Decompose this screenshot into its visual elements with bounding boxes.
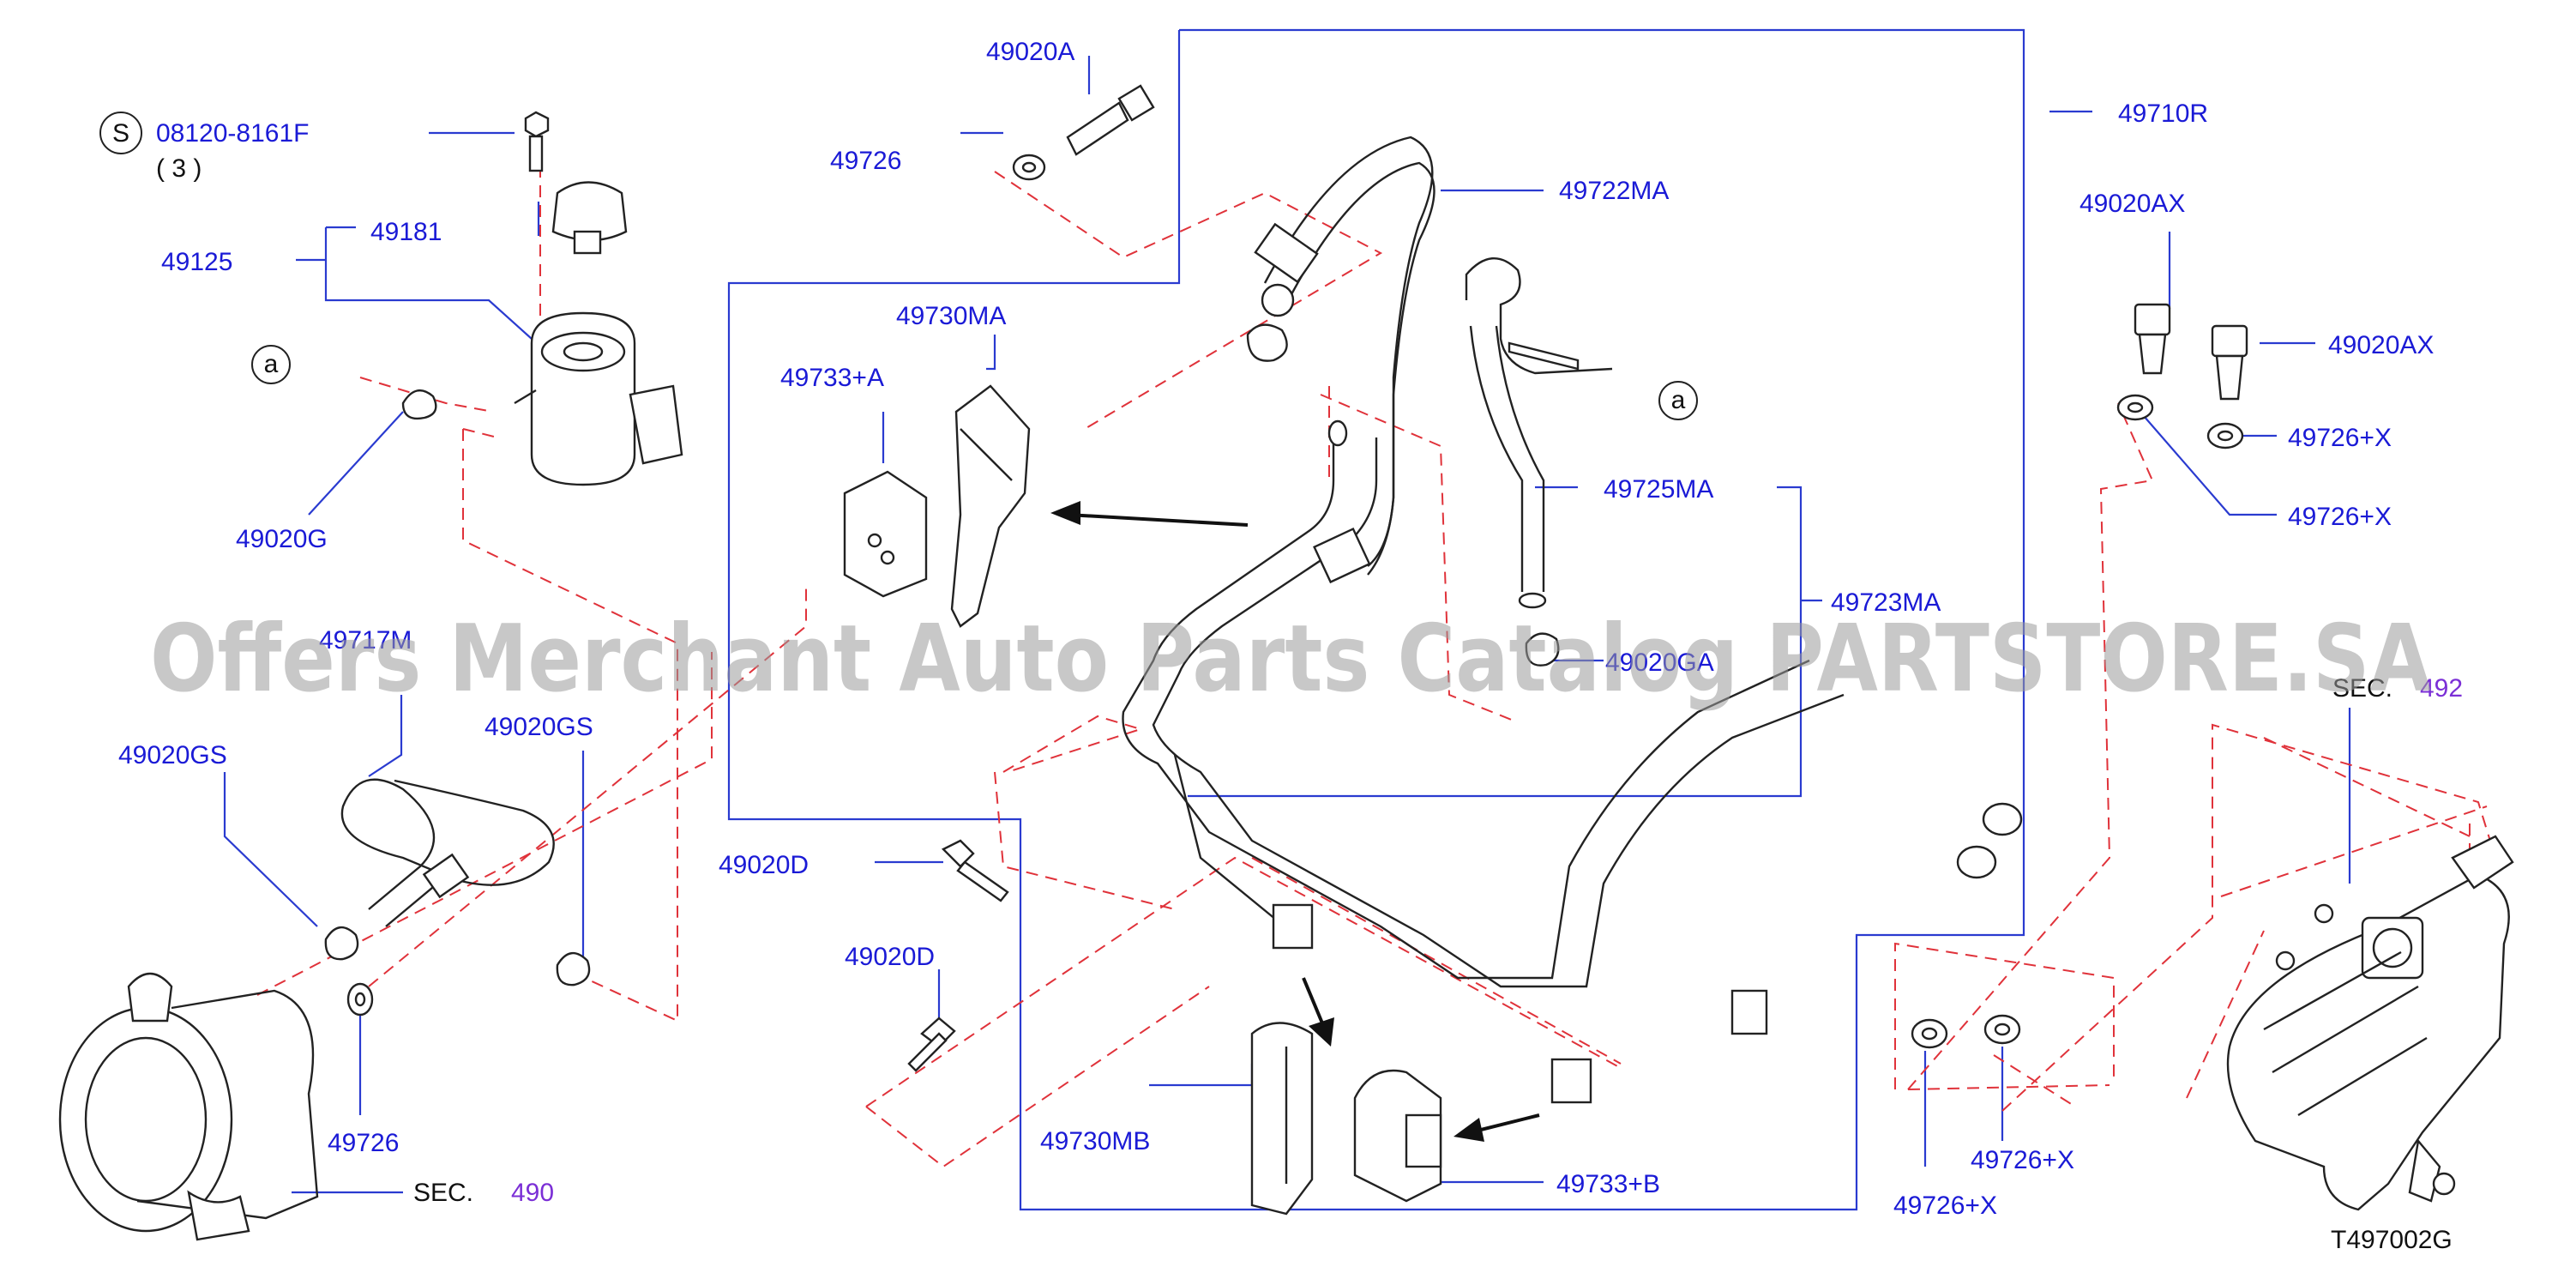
arrow-head-down-icon <box>1309 1017 1334 1047</box>
hose-clamp-49020g-icon <box>401 389 437 420</box>
label-49730ma: 49730MA <box>896 302 1006 330</box>
direction-arrows <box>1050 501 1540 1142</box>
grommet-49733a-icon <box>843 470 928 598</box>
callout-a-right-text: a <box>1671 386 1686 414</box>
return-hose-49725ma-icon <box>1465 256 1613 609</box>
label-49726x-1: 49726+X <box>2288 424 2392 452</box>
grommet-49733b-icon <box>1353 1069 1442 1203</box>
label-sec-right: SEC. <box>2332 674 2392 703</box>
bolt-49020ax-2-icon <box>2211 324 2248 401</box>
label-49723ma: 49723MA <box>1831 588 1941 617</box>
label-49020d-1: 49020D <box>719 851 809 879</box>
drawing-id: T497002G <box>2331 1226 2453 1254</box>
label-49020ax-1: 49020AX <box>2079 190 2185 218</box>
bracket-49730ma-icon <box>950 384 1031 628</box>
washer-49726x-3-icon <box>1911 1018 1948 1049</box>
label-49020gs-left: 49020GS <box>118 741 227 769</box>
label-49020d-2: 49020D <box>845 943 935 971</box>
label-49717m: 49717M <box>319 626 412 655</box>
label-49020gs-right: 49020GS <box>485 713 593 741</box>
s-mark-circle: S <box>99 112 142 154</box>
bolt-49020ax-1-icon <box>2134 303 2171 375</box>
label-49726x-4: 49726+X <box>1893 1192 1997 1220</box>
hose-clamp-49020gs-left-icon <box>324 926 359 961</box>
part-labels: 49020A 49726 08120-8161F ( 3 ) 49181 491… <box>118 38 2463 1254</box>
steering-gear-icon <box>2226 835 2514 1211</box>
callout-a-left-text: a <box>264 350 279 378</box>
bolt-49020d-top-icon <box>941 839 1009 902</box>
label-sec-492: 492 <box>2420 674 2463 703</box>
label-08120-8161f: 08120-8161F <box>156 119 309 148</box>
callout-a-right: a <box>1658 381 1698 420</box>
washer-49726-top-icon <box>1012 154 1046 181</box>
label-49726x-2: 49726+X <box>2288 503 2392 531</box>
label-49730mb: 49730MB <box>1040 1127 1150 1155</box>
label-49125: 49125 <box>161 248 232 276</box>
label-sec-490: 490 <box>511 1179 554 1207</box>
label-49181: 49181 <box>370 218 442 246</box>
label-49020ax-2: 49020AX <box>2328 331 2434 359</box>
washer-49726x-1-icon <box>2116 394 2154 421</box>
label-49725ma: 49725MA <box>1604 475 1713 504</box>
washer-49726-bottom-icon <box>346 982 374 1017</box>
pressure-pipe-assembly-icon <box>1122 419 2023 1104</box>
label-49722ma: 49722MA <box>1559 177 1669 205</box>
watermark-text: Offers Merchant Auto Parts Catalog PARTS… <box>150 606 2431 713</box>
s-mark-text: S <box>112 119 129 148</box>
reservoir-tank-icon <box>514 311 683 486</box>
suction-hose-icon <box>340 778 555 927</box>
arrow-head-left2-icon <box>1454 1118 1484 1142</box>
label-49020g: 49020G <box>236 525 328 553</box>
label-49733a: 49733+A <box>780 364 884 392</box>
label-49020a: 49020A <box>986 38 1074 66</box>
label-sec-left: SEC. <box>413 1179 473 1207</box>
reservoir-cap-icon <box>551 181 628 255</box>
washer-49726x-4-icon <box>1983 1014 2021 1045</box>
clamp-49020ga-icon <box>1525 632 1560 667</box>
bolt-08120-icon <box>524 111 550 172</box>
label-49020ga: 49020GA <box>1605 649 1714 677</box>
label-49710r: 49710R <box>2118 100 2208 128</box>
arrow-head-left-icon <box>1050 501 1080 525</box>
label-49733b: 49733+B <box>1556 1170 1660 1198</box>
callout-a-left: a <box>251 345 291 384</box>
label-49726-bottom: 49726 <box>328 1129 399 1157</box>
pressure-hose-49722ma-icon <box>1246 136 1435 576</box>
label-49726-top: 49726 <box>830 147 901 175</box>
bracket-49730mb-icon <box>1250 1022 1314 1216</box>
hose-clamp-49020gs-right-icon <box>556 952 591 986</box>
washer-49726x-2-icon <box>2206 422 2244 449</box>
bolt-49020a-icon <box>1066 84 1155 156</box>
label-qty-3: ( 3 ) <box>156 154 202 183</box>
bolt-49020d-bottom-icon <box>907 1017 956 1072</box>
power-steering-pump-icon <box>58 972 319 1241</box>
label-49726x-3: 49726+X <box>1971 1146 2074 1174</box>
